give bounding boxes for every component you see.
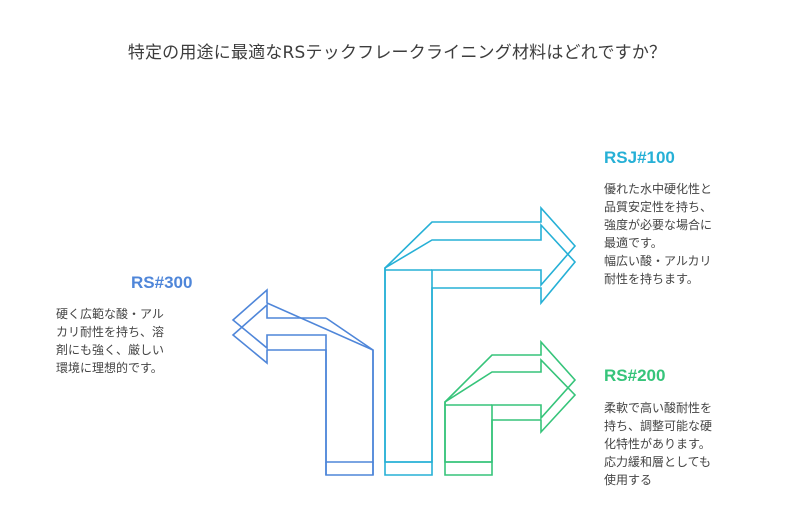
rs300-label: RS#300	[131, 273, 193, 292]
rsj100-arrow-edge	[385, 269, 432, 463]
rs300-arrow-front	[231, 303, 374, 476]
rs300-description: 硬く広範な酸・アル カリ耐性を持ち、溶 剤にも強く、厳しい 環境に理想的です。	[56, 307, 165, 375]
rs300-arrow-edge	[325, 317, 374, 475]
rsj100-label: RSJ#100	[604, 148, 675, 167]
rs200-arrow-edge	[445, 404, 492, 463]
rsj100-arrow-front	[384, 205, 577, 476]
rs200-description: 柔軟で高い酸耐性を 持ち、調整可能な硬 化特性があります。 応力緩和層としても …	[604, 401, 713, 487]
rs200-arrow-back	[444, 358, 577, 463]
rs300-arrow-back	[231, 288, 374, 463]
rs200-arrow-front	[444, 339, 577, 476]
rs200-arrow	[444, 339, 577, 476]
rsj100-arrow	[384, 205, 577, 476]
rsj100-description: 優れた水中硬化性と 品質安定性を持ち、 強度が必要な場合に 最適です。 幅広い酸…	[604, 182, 713, 286]
rs200-label: RS#200	[604, 366, 666, 385]
page-title: 特定の用途に最適なRSテックフレークライニング材料はどれですか？	[127, 43, 667, 63]
rs300-arrow	[231, 288, 374, 476]
